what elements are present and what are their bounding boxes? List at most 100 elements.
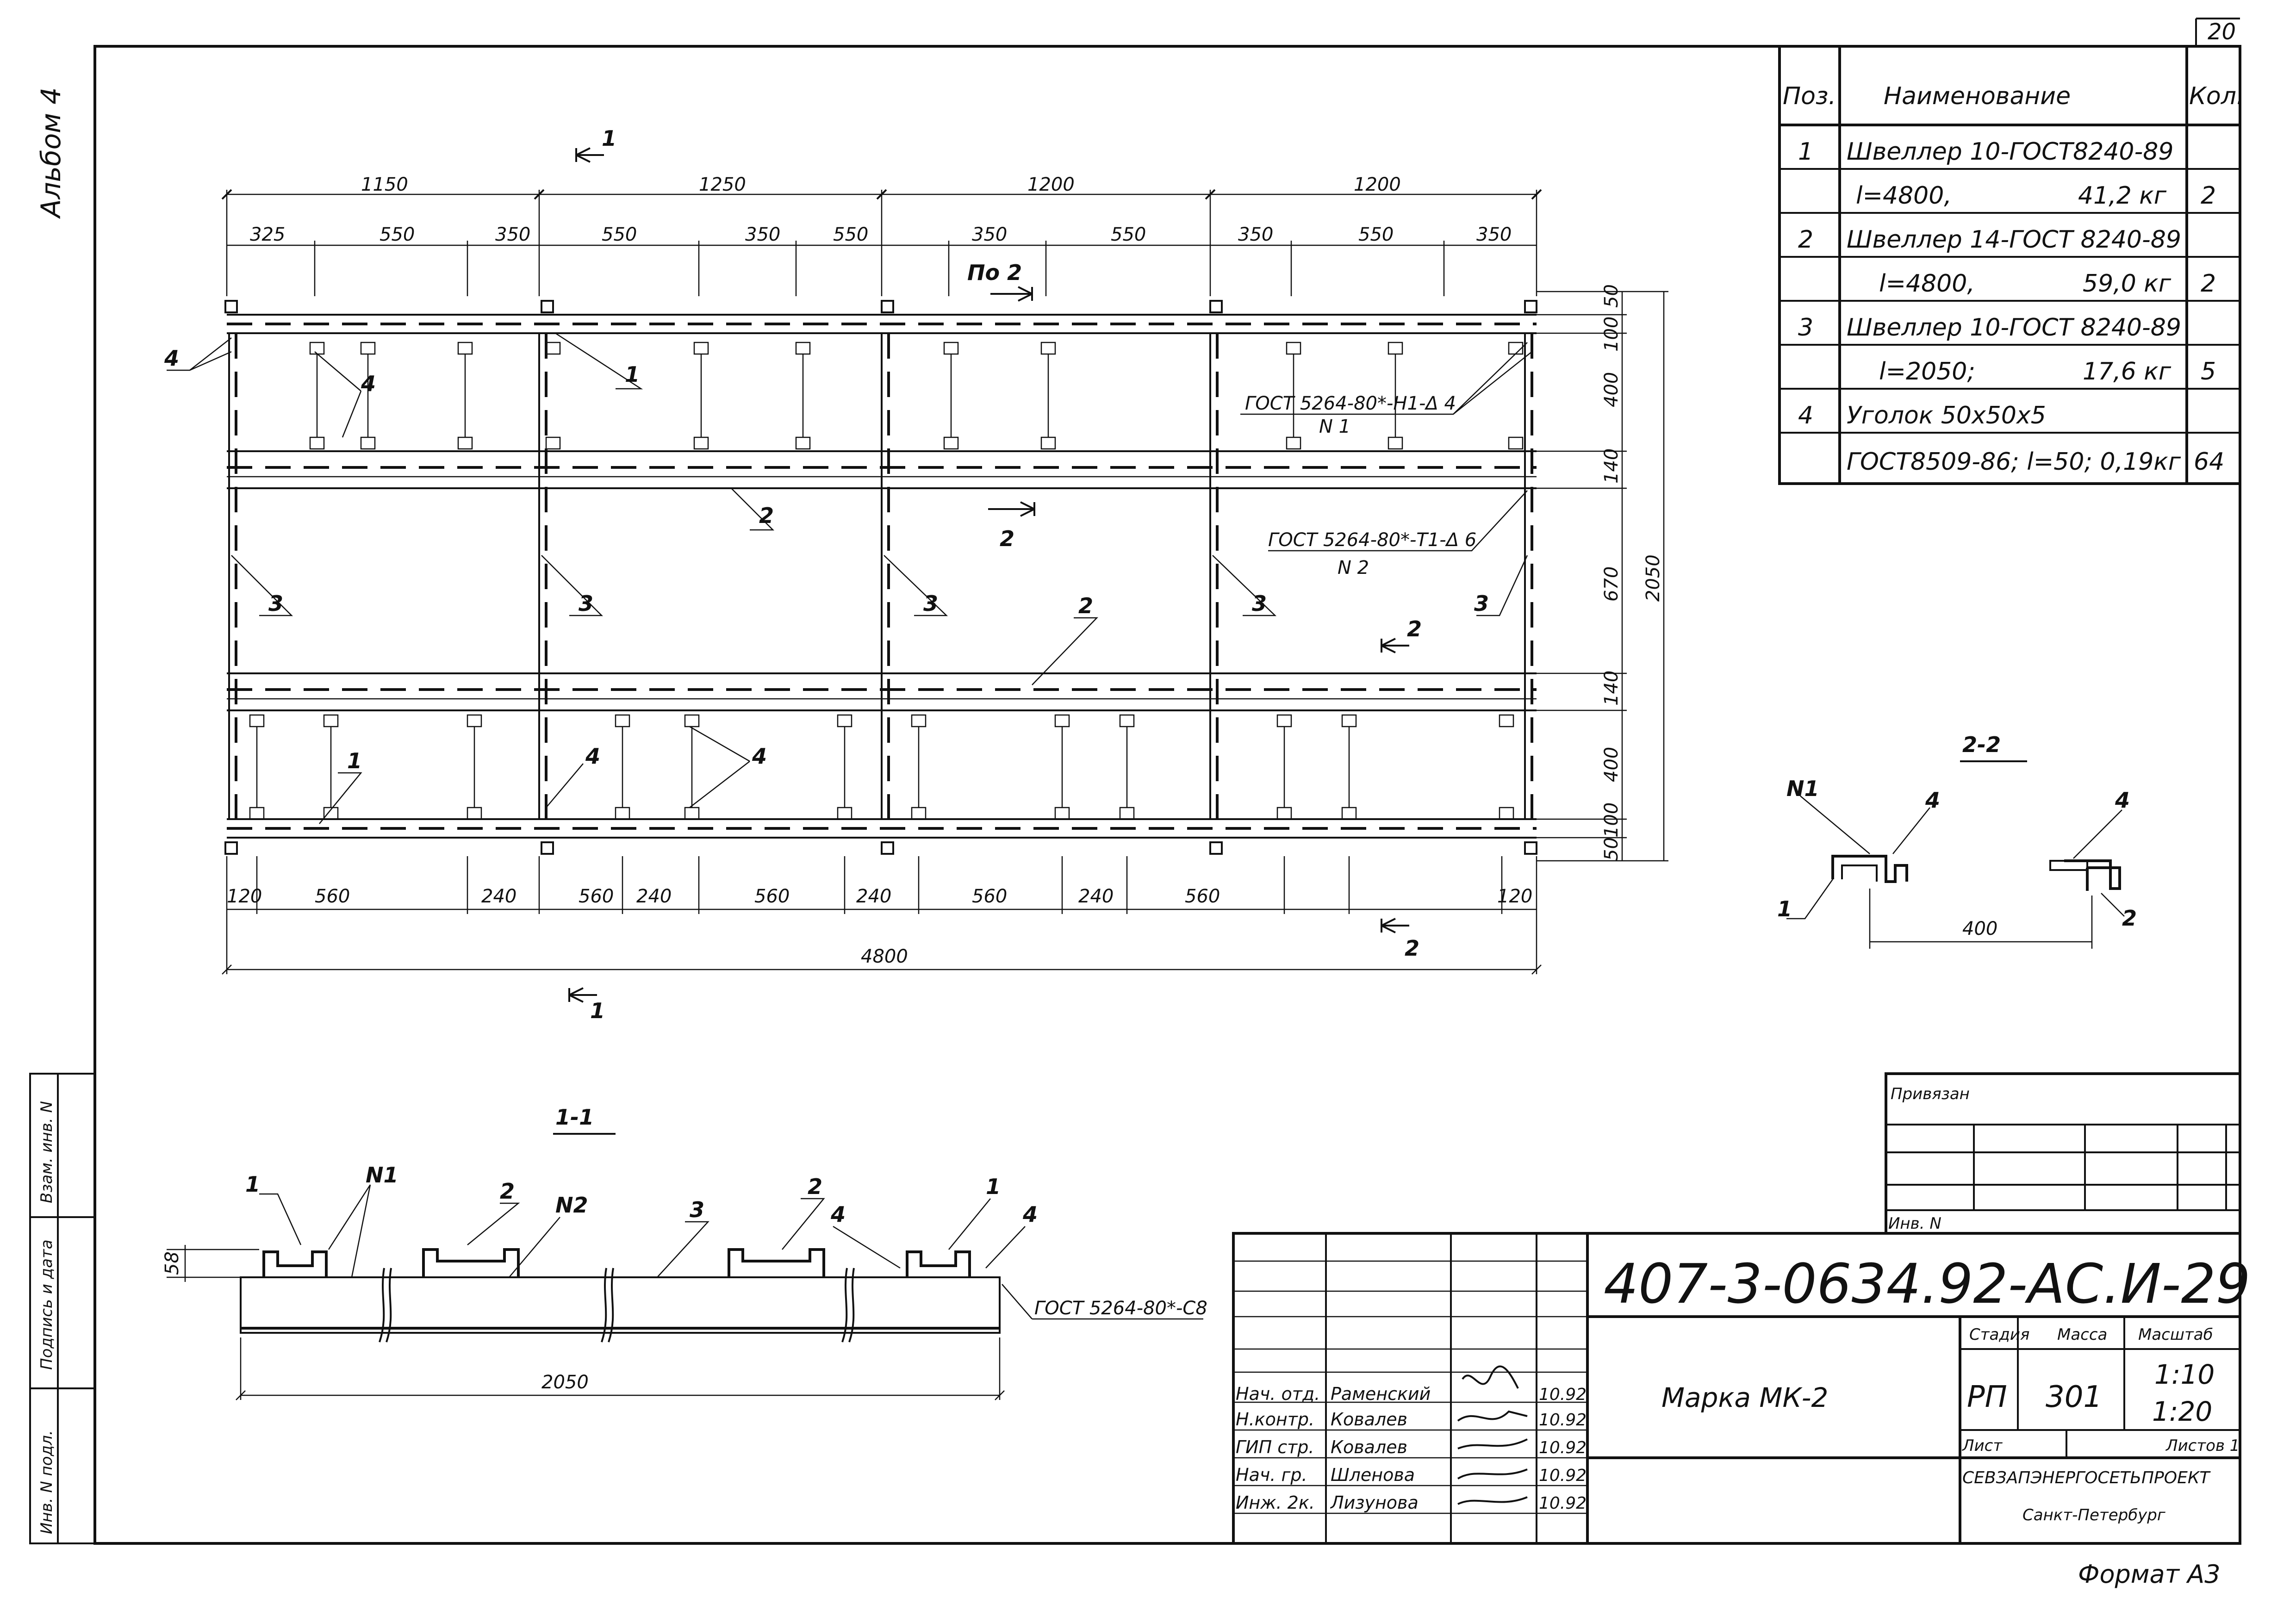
bottom-dim-chain: 120 560 240 560 240 560 240 560 240 560 … (226, 856, 1537, 914)
staff-date-1: 10.92 (1539, 1385, 1587, 1404)
dim-550e: 550 (1358, 224, 1394, 245)
section-mark-2-bottom: 2 (1405, 936, 1419, 961)
weld-mark-2: N 2 (1338, 557, 1369, 578)
tb-scale-2: 1:20 (2152, 1396, 2212, 1427)
rdim-50a: 50 (1601, 284, 1622, 308)
spec-weight-3: 17,6 кг (2083, 358, 2172, 386)
s22-lbl-2: 2 (2122, 906, 2137, 931)
tb-stage-h: Стадия (1969, 1325, 2029, 1344)
tb-mass: 301 (2046, 1380, 2102, 1414)
tb-city: Санкт-Петербург (2022, 1506, 2166, 1524)
rdim-100b: 100 (1601, 802, 1622, 838)
dim-1200a: 1200 (1027, 174, 1075, 195)
rdim-2050: 2050 (1643, 554, 1664, 602)
pos-3-a: 3 (268, 591, 283, 616)
format-label: Формат А3 (2078, 1560, 2221, 1589)
spec-qty-1: 2 (2201, 182, 2216, 210)
s22-lbl-4b: 4 (2115, 788, 2130, 813)
strip-inv: Инв. N подл. (37, 1430, 56, 1534)
tb-stage: РП (1967, 1380, 2007, 1414)
pos-2-top: 2 (759, 503, 774, 528)
rdim-400b: 400 (1601, 747, 1622, 782)
spec-name-1b: l=4800, (1856, 182, 1952, 210)
pos-3-e: 3 (1474, 591, 1489, 616)
spec-name-2: Швеллер 14-ГОСТ 8240-89 (1847, 226, 2181, 254)
section-mark-1-top: 1 (602, 126, 616, 151)
bdim-1: 560 (315, 886, 350, 907)
dim-1150: 1150 (361, 174, 408, 195)
section-mark-2-mid: 2 (1000, 526, 1014, 551)
pos-3-b: 3 (579, 591, 593, 616)
bdim-5: 560 (754, 886, 790, 907)
staff-date-4: 10.92 (1539, 1466, 1587, 1485)
s11-lbl-4a: 4 (830, 1202, 846, 1227)
tb-scale-h: Масштаб (2138, 1325, 2213, 1344)
sheet-number: 20 (2208, 19, 2236, 45)
section-22-dim: 400 (1962, 918, 1997, 939)
section-11-weld: ГОСТ 5264-80*-С8 (1034, 1298, 1207, 1319)
strip-vzam: Взам. инв. N (37, 1101, 56, 1203)
tb-sheet-h: Лист (1961, 1436, 2003, 1455)
bdim-7: 560 (972, 886, 1007, 907)
tie-lines (256, 354, 1396, 808)
spec-name-2b: l=4800, (1879, 270, 1975, 298)
s11-lbl-2b: 2 (808, 1174, 822, 1199)
cross-channels (228, 333, 1533, 819)
pos-4-b: 4 (585, 744, 600, 769)
channel-row-4 (227, 818, 1537, 839)
staff-name-2: Ковалев (1331, 1409, 1407, 1430)
top-dim-chain-1: 1150 1250 1200 1200 (221, 174, 1542, 296)
plan-view: 1150 1250 1200 1200 325 550 350 550 350 … (164, 126, 1668, 1023)
total-dim: 4800 (222, 914, 1542, 975)
spec-header-name: Наименование (1884, 82, 2071, 110)
rdim-50b: 50 (1601, 837, 1622, 861)
signatures (1457, 1365, 1528, 1505)
spec-table: Поз. Наименование Кол. 1 Швеллер 10-ГОСТ… (1778, 45, 2244, 485)
s22-lbl-1: 1 (1777, 896, 1792, 921)
section-marks: 1 1 2 2 2 По 2 (568, 126, 1422, 1023)
weld-note-1: ГОСТ 5264-80*-Н1-Δ 4 (1245, 393, 1456, 414)
staff-role-2: Н.контр. (1236, 1409, 1314, 1430)
bdim-9: 560 (1185, 886, 1220, 907)
pos-3-c: 3 (923, 591, 938, 616)
pos-4-left: 4 (164, 346, 179, 371)
weld-mark-1: N 1 (1319, 416, 1350, 437)
dim-325: 325 (250, 224, 285, 245)
bdim-2: 240 (481, 886, 516, 907)
rdim-140a: 140 (1601, 448, 1622, 484)
bdim-3: 560 (579, 886, 614, 907)
rdim-670: 670 (1601, 566, 1622, 602)
section-11-title: 1-1 (555, 1105, 594, 1130)
dim-550b: 550 (602, 224, 637, 245)
left-strip: Взам. инв. N Подпись и дата Инв. N подл. (29, 1073, 96, 1544)
tb-code: 407-3-0634.92-АС.И-29 (1604, 1252, 2251, 1316)
rdim-140b: 140 (1601, 671, 1622, 706)
section-11-h: 58 (162, 1251, 183, 1275)
dim-350e: 350 (1476, 224, 1512, 245)
tb-mass-h: Масса (2057, 1325, 2107, 1344)
tb-inv: Инв. N (1888, 1214, 1941, 1233)
staff-name-3: Ковалев (1331, 1437, 1407, 1457)
tb-sheets-h: Листов 1 (2165, 1436, 2240, 1455)
weld-notes: ГОСТ 5264-80*-Н1-Δ 4 N 1 ГОСТ 5264-80*-Т… (1240, 342, 1532, 578)
position-labels: 4 4 1 2 3 3 3 3 3 2 1 4 4 (164, 332, 1528, 824)
tb-org: СЕВЗАПЭНЕРГОСЕТЬПРОЕКТ (1962, 1468, 2211, 1487)
spec-qty-4: 64 (2194, 448, 2224, 476)
spec-name-4: Уголок 50х50х5 (1847, 402, 2046, 429)
view-po2: По 2 (967, 260, 1022, 285)
corner-angles (224, 300, 1537, 855)
section-11-w: 2050 (541, 1372, 589, 1393)
pos-3-d: 3 (1252, 591, 1267, 616)
s11-lbl-n2: N2 (555, 1193, 588, 1218)
dim-550d: 550 (1111, 224, 1146, 245)
dim-350a: 350 (495, 224, 530, 245)
section-mark-1-bottom: 1 (590, 998, 605, 1023)
spec-name-3: Швеллер 10-ГОСТ 8240-89 (1847, 314, 2181, 342)
bdim-8: 240 (1078, 886, 1114, 907)
weld-note-2: ГОСТ 5264-80*-Т1-Δ 6 (1268, 529, 1476, 551)
tb-scale-1: 1:10 (2154, 1359, 2215, 1390)
staff-name-5: Лизунова (1330, 1492, 1419, 1513)
album-label: Альбом 4 (35, 87, 67, 219)
bdim-0: 120 (227, 886, 262, 907)
